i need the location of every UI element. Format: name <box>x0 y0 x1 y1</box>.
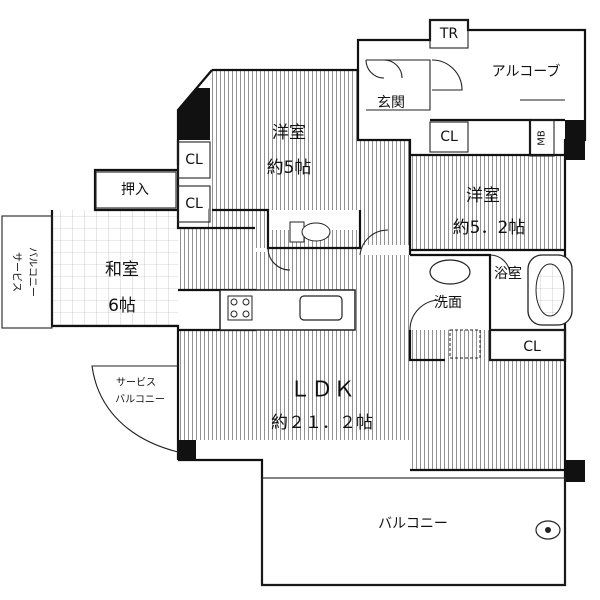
washer-space <box>449 329 481 359</box>
main-balcony <box>261 477 566 586</box>
structural-columns <box>178 88 585 482</box>
bath-label: 浴室 <box>494 265 522 282</box>
closet-label-2: CL <box>185 196 203 212</box>
ldk-size: 約２１．２帖 <box>271 413 373 433</box>
alcove-label: アルコーブ <box>492 63 561 80</box>
service-balcony-1-line1: サービス <box>11 252 23 292</box>
service-balcony-2-line1: サービス <box>116 377 156 389</box>
closet-label-3: CL <box>440 129 458 145</box>
sink-icon <box>299 295 343 321</box>
oshiire-label: 押入 <box>121 182 149 198</box>
bathtub-icon <box>527 254 573 326</box>
western-room-2-size: 約5．2帖 <box>453 218 526 238</box>
japanese-room-floor <box>52 210 178 326</box>
entrance-label: 玄関 <box>377 94 405 111</box>
japanese-room-size: 6帖 <box>108 296 136 316</box>
western-room-2-name: 洋室 <box>466 186 500 206</box>
service-balconies <box>1 215 179 453</box>
balcony-label: バルコニー <box>378 516 448 532</box>
kitchen-counter <box>219 289 356 331</box>
service-balcony-2-line2: バルコニー <box>115 394 165 406</box>
western-room-1-size: 約5帖 <box>267 158 312 178</box>
closet-label-4: CL <box>523 339 541 355</box>
toilet-icon <box>289 221 331 243</box>
japanese-room-name: 和室 <box>105 260 139 280</box>
door-swings <box>267 59 511 331</box>
ldk-name: ＬＤＫ <box>289 378 355 403</box>
washroom-label: 洗面 <box>434 295 462 311</box>
closets <box>95 19 566 361</box>
western-room-1-name: 洋室 <box>272 123 306 143</box>
mb-label: MB <box>537 130 548 146</box>
wood-floor <box>178 70 565 470</box>
wash-basin-icon <box>429 259 471 285</box>
service-balcony-1-line2: バルコニー <box>27 247 39 297</box>
closet-label-1: CL <box>185 152 203 168</box>
tr-label: TR <box>439 26 459 42</box>
